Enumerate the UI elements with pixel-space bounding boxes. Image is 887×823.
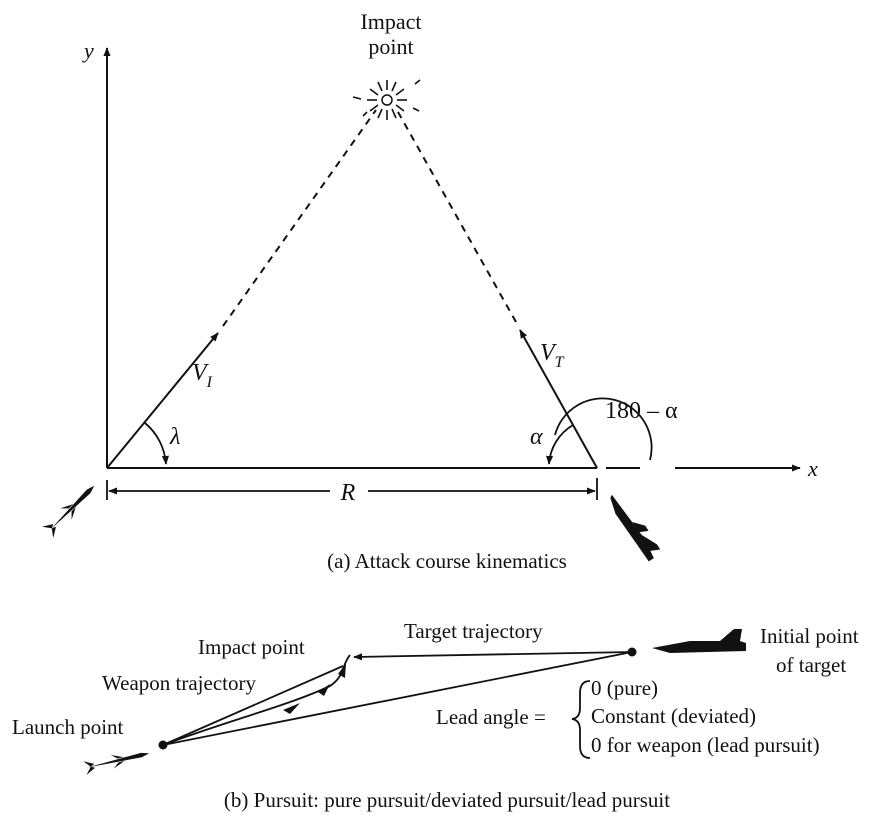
v-i-label: VI xyxy=(192,360,213,391)
lead-option-pure: 0 (pure) xyxy=(591,676,658,700)
launch-to-impact-line xyxy=(162,665,344,746)
lambda-arc xyxy=(144,422,170,465)
small-jet-icon xyxy=(652,629,746,653)
weapon-arrow-1 xyxy=(283,703,300,714)
caption-b: (b) Pursuit: pure pursuit/deviated pursu… xyxy=(224,788,670,812)
v-t-label: VT xyxy=(540,340,565,371)
impact-label-line1: Impact xyxy=(360,9,421,34)
weapon-trajectory-label: Weapon trajectory xyxy=(102,671,256,695)
lead-option-lead-pursuit: 0 for weapon (lead pursuit) xyxy=(591,733,820,757)
impact-label-line2: point xyxy=(368,34,413,59)
initial-point-label-line2: of target xyxy=(776,653,846,677)
lead-angle-brace xyxy=(571,680,591,759)
alpha-arc xyxy=(545,424,574,465)
weapon-arrow-3 xyxy=(338,663,346,678)
lead-angle-label: Lead angle = xyxy=(436,705,546,729)
alpha-label: α xyxy=(530,424,543,450)
weapon-trajectory-curve xyxy=(162,654,351,746)
lead-option-deviated: Constant (deviated) xyxy=(591,704,756,728)
target-jet-icon xyxy=(610,494,661,562)
v-i-dashed-path xyxy=(222,109,377,327)
impact-burst-icon xyxy=(352,79,421,120)
launch-point-label: Launch point xyxy=(12,715,124,739)
range-label: R xyxy=(340,480,356,506)
target-trajectory-label: Target trajectory xyxy=(404,619,543,643)
v-t-vector xyxy=(519,329,598,469)
caption-a: (a) Attack course kinematics xyxy=(327,549,567,573)
x-axis-label: x xyxy=(807,456,818,481)
impact-point-label: Impact point xyxy=(198,635,305,659)
v-i-vector xyxy=(106,332,219,469)
y-axis-label: y xyxy=(82,38,94,63)
supplementary-angle-arc xyxy=(554,397,653,461)
launch-to-initial-line xyxy=(162,651,633,746)
weapon-arrow-2 xyxy=(318,684,330,696)
target-trajectory-line xyxy=(353,651,633,661)
launch-point-dot xyxy=(158,740,168,750)
initial-point-label-line1: Initial point xyxy=(760,624,859,648)
initial-point-dot xyxy=(627,647,637,657)
v-t-dashed-path xyxy=(397,111,517,323)
small-missile-icon xyxy=(83,752,150,775)
lambda-label: λ xyxy=(169,424,180,450)
attack-course-diagram: y x VI VT Impact p xyxy=(41,9,818,573)
supplementary-angle-label: 180 – α xyxy=(605,398,678,424)
missile-icon xyxy=(41,485,95,539)
pursuit-diagram: Impact point Target trajectory Initial p… xyxy=(12,619,859,812)
